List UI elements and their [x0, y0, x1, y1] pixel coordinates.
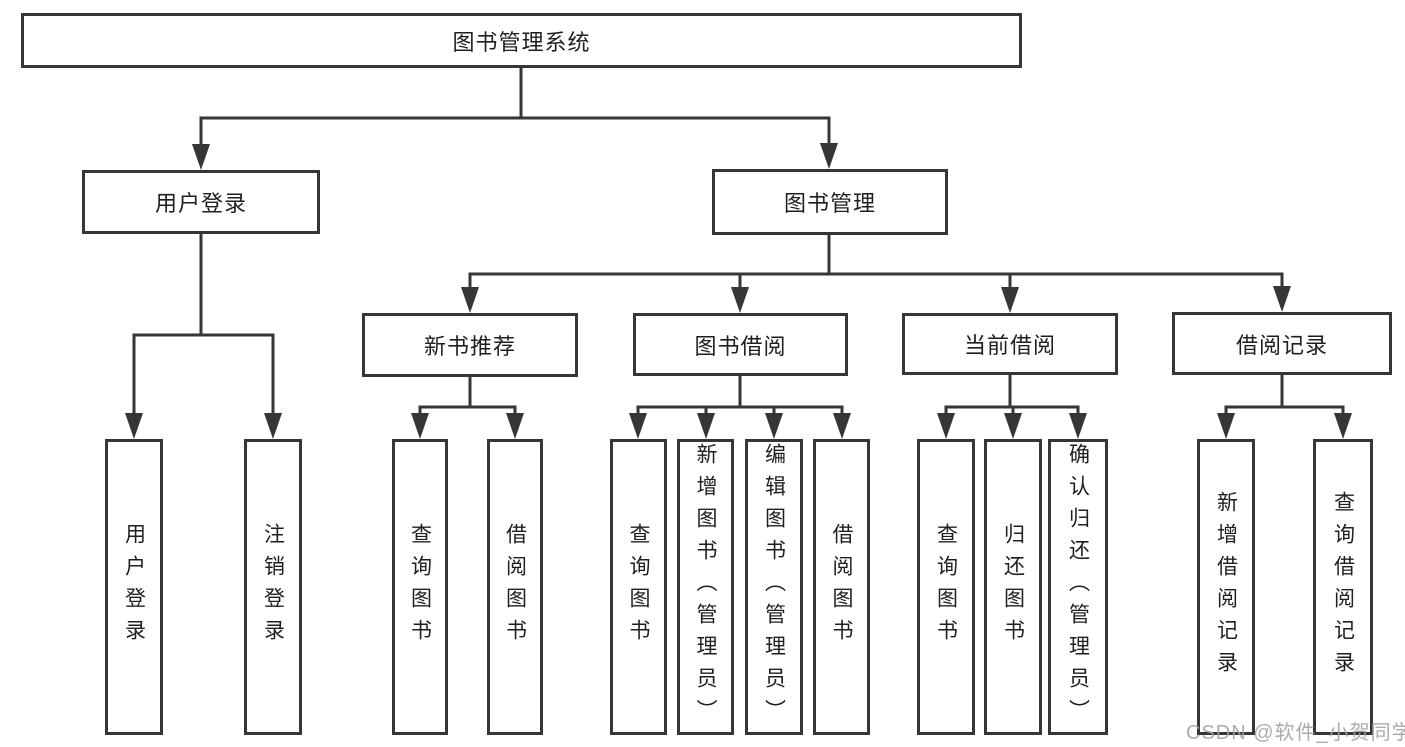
- leaf-query-books-1: 查询图书: [392, 439, 448, 735]
- leaf-label: 借阅图书: [503, 523, 527, 651]
- arrowhead: [192, 144, 210, 170]
- leaf-query-books-2: 查询图书: [610, 439, 667, 735]
- arrowhead: [765, 413, 783, 439]
- node-user-login: 用户登录: [82, 170, 320, 234]
- leaf-borrow-books-1: 借阅图书: [487, 439, 543, 735]
- arrowhead: [731, 287, 749, 313]
- arrowhead: [1273, 286, 1291, 312]
- leaf-add-books-admin: 新增图书（管理员）: [677, 439, 734, 735]
- leaf-query-books-3: 查询图书: [917, 439, 975, 735]
- arrowhead: [629, 413, 647, 439]
- arrowhead: [1217, 413, 1235, 439]
- leaf-label: 编辑图书（管理员）: [762, 443, 786, 731]
- leaf-add-borrow-record: 新增借阅记录: [1197, 439, 1255, 735]
- leaf-label: 归还图书: [1001, 523, 1025, 651]
- node-current-borrow: 当前借阅: [902, 313, 1118, 375]
- arrowhead: [820, 143, 838, 169]
- leaf-return-books: 归还图书: [984, 439, 1042, 735]
- leaf-label: 查询借阅记录: [1331, 491, 1355, 683]
- node-borrow-records: 借阅记录: [1172, 312, 1392, 375]
- leaf-label: 新增借阅记录: [1214, 491, 1238, 683]
- leaf-label: 确认归还（管理员）: [1066, 443, 1090, 731]
- node-new-book-recommend: 新书推荐: [362, 313, 578, 377]
- arrowhead: [833, 413, 851, 439]
- leaf-label: 借阅图书: [830, 523, 853, 651]
- leaf-label: 查询图书: [627, 523, 650, 651]
- node-book-management: 图书管理: [712, 169, 948, 235]
- arrowhead: [411, 413, 429, 439]
- arrowhead: [1334, 413, 1352, 439]
- arrowhead: [264, 413, 282, 439]
- leaf-label: 注销登录: [261, 523, 285, 651]
- leaf-borrow-books-2: 借阅图书: [813, 439, 870, 735]
- arrowhead: [1004, 413, 1022, 439]
- arrowhead: [125, 413, 143, 439]
- arrowhead: [506, 413, 524, 439]
- leaf-confirm-return-admin: 确认归还（管理员）: [1048, 439, 1108, 735]
- leaf-label: 新增图书（管理员）: [694, 443, 717, 731]
- leaf-label: 查询图书: [408, 523, 432, 651]
- arrowhead: [937, 413, 955, 439]
- leaf-label: 用户登录: [122, 523, 146, 651]
- arrowhead: [697, 413, 715, 439]
- node-book-borrow: 图书借阅: [633, 313, 848, 376]
- arrowhead: [1069, 413, 1087, 439]
- leaf-label: 查询图书: [934, 523, 958, 651]
- leaf-query-borrow-record: 查询借阅记录: [1313, 439, 1373, 735]
- csdn-watermark: CSDN @软件_小贺同学: [1186, 722, 1405, 744]
- root-node-library-system: 图书管理系统: [21, 13, 1022, 68]
- arrowhead: [1001, 287, 1019, 313]
- arrowhead: [461, 287, 479, 313]
- leaf-edit-books-admin: 编辑图书（管理员）: [745, 439, 803, 735]
- leaf-user-login: 用户登录: [105, 439, 163, 735]
- leaf-logout: 注销登录: [244, 439, 302, 735]
